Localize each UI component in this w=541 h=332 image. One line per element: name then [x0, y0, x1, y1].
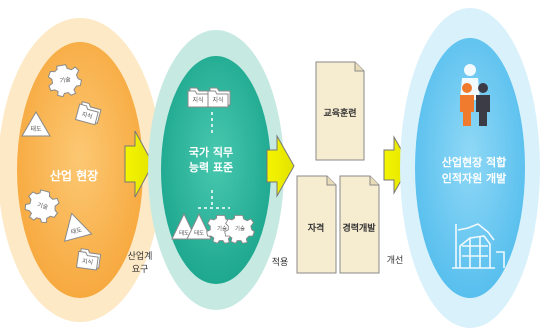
- arrow3-caption: 개선: [387, 255, 404, 266]
- triangle-icon: 태도: [21, 111, 51, 137]
- document-education: 교육훈련: [315, 61, 365, 161]
- document-career: 경력개발: [339, 175, 380, 274]
- industrial-plant-icon: [452, 223, 505, 269]
- hr-inner-ellipse: [415, 38, 525, 298]
- arrow1-caption-line2: 요구: [132, 264, 149, 275]
- svg-text:지식: 지식: [81, 257, 93, 266]
- svg-text:기술: 기술: [36, 201, 49, 212]
- svg-text:태도: 태도: [70, 225, 83, 236]
- hr-development-group: 산업현장 적합 인적자원 개발: [400, 8, 540, 328]
- svg-text:지식: 지식: [192, 96, 203, 104]
- industry-field-group: 기술 지식 태도 산업 현장 기술 태도 지식: [0, 18, 162, 322]
- triangle-icon: 태도: [186, 212, 212, 240]
- hr-title-line1: 산업현장 적합: [442, 155, 507, 169]
- folder-icon: 지식: [187, 87, 211, 108]
- svg-text:지식: 지식: [212, 96, 223, 104]
- document-qualification-label: 자격: [308, 222, 325, 234]
- svg-text:태도: 태도: [194, 229, 204, 237]
- svg-text:지식: 지식: [81, 110, 94, 121]
- industry-inner-ellipse: [17, 42, 143, 298]
- ncs-title-line2: 능력 표준: [189, 161, 233, 174]
- hr-title-line2: 인적자원 개발: [442, 171, 507, 185]
- svg-text:태도: 태도: [179, 229, 189, 237]
- folder-icon: 지식: [75, 100, 103, 126]
- svg-text:태도: 태도: [30, 125, 42, 133]
- folder-icon: 지식: [76, 247, 102, 271]
- ncs-title-line1: 국가 직무: [189, 145, 233, 159]
- document-career-label: 경력개발: [342, 222, 376, 234]
- gear-icon: 기술: [206, 214, 237, 244]
- svg-text:기술: 기술: [217, 225, 227, 233]
- gear-icon: 기술: [45, 61, 85, 100]
- document-education-label: 교육훈련: [323, 107, 356, 119]
- document-qualification: 자격: [296, 175, 337, 274]
- arrow-right-icon: [266, 134, 295, 198]
- svg-text:기술: 기술: [235, 225, 245, 233]
- triangle-icon: 태도: [63, 212, 93, 242]
- arrow-right-icon: [124, 130, 154, 198]
- dashed-connector: [198, 112, 230, 209]
- gear-icon: 기술: [224, 214, 255, 244]
- svg-text:기술: 기술: [59, 75, 72, 85]
- people-icon: [460, 64, 490, 126]
- industry-field-title: 산업 현장: [50, 168, 98, 183]
- folder-icon: 지식: [207, 87, 231, 108]
- ncs-group: 지식 지식 국가 직무 능력 표준 태도 태도 기술 기술: [148, 30, 284, 310]
- gear-icon: 기술: [21, 186, 63, 227]
- arrow2-caption: 적용: [272, 256, 289, 268]
- arrow1-caption-line1: 산업계: [128, 250, 153, 262]
